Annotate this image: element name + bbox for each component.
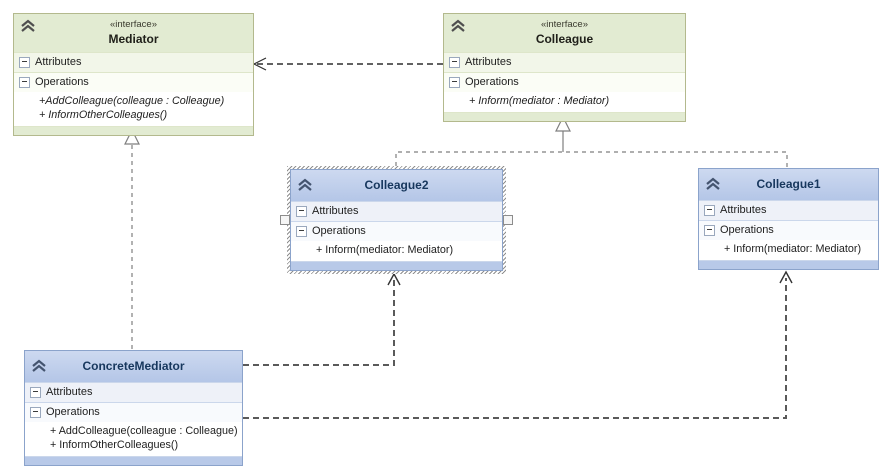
attributes-label: Attributes — [720, 204, 767, 216]
collapse-chevron-icon[interactable] — [31, 359, 47, 373]
box-header: ConcreteMediator — [25, 351, 242, 382]
attributes-label: Attributes — [35, 56, 82, 68]
attributes-compartment: Attributes — [699, 200, 878, 220]
class-box-colleague1[interactable]: Colleague1 Attributes Operations + Infor… — [698, 168, 879, 270]
collapse-minus-icon[interactable] — [704, 205, 715, 216]
operations-label: Operations — [35, 76, 89, 88]
collapse-chevron-icon[interactable] — [297, 178, 313, 192]
collapse-minus-icon[interactable] — [449, 77, 460, 88]
collapse-minus-icon[interactable] — [30, 387, 41, 398]
attributes-label: Attributes — [46, 386, 93, 398]
collapse-chevron-icon[interactable] — [20, 19, 36, 33]
box-title: ConcreteMediator — [82, 359, 185, 373]
operations-list: + Inform(mediator: Mediator) — [699, 240, 878, 260]
operation-item: + InformOtherColleagues() — [39, 109, 168, 121]
realization-concretemediator-to-mediator[interactable] — [124, 128, 140, 349]
class-box-mediator[interactable]: «interface» Mediator Attributes Operatio… — [13, 13, 254, 136]
box-header: «interface» Mediator — [14, 14, 253, 52]
attributes-compartment: Attributes — [14, 52, 253, 72]
resize-handle-right[interactable] — [503, 215, 513, 225]
attributes-label: Attributes — [312, 205, 359, 217]
box-footer-strip — [25, 456, 242, 465]
collapse-minus-icon[interactable] — [296, 206, 307, 217]
collapse-chevron-icon[interactable] — [450, 19, 466, 33]
operations-label: Operations — [46, 406, 100, 418]
operations-compartment: Operations — [699, 220, 878, 240]
operations-compartment: Operations — [14, 72, 253, 92]
operations-list: + AddColleague(colleague : Colleague) + … — [25, 422, 242, 456]
operation-item: + InformOtherColleagues() — [50, 439, 179, 451]
box-footer-strip — [14, 126, 253, 135]
operations-label: Operations — [720, 224, 774, 236]
operation-item: + Inform(mediator : Mediator) — [469, 95, 610, 107]
box-footer-strip — [444, 112, 685, 121]
collapse-minus-icon[interactable] — [449, 57, 460, 68]
collapse-minus-icon[interactable] — [296, 226, 307, 237]
dependency-concretemediator-to-colleague1[interactable] — [243, 270, 793, 419]
stereotype-label: «interface» — [540, 19, 588, 30]
class-box-colleague2[interactable]: Colleague2 Attributes Operations + Infor… — [290, 169, 503, 271]
box-header: Colleague2 — [291, 170, 502, 201]
operation-item: +AddColleague(colleague : Colleague) — [39, 95, 225, 107]
operations-label: Operations — [312, 225, 366, 237]
operations-list: + Inform(mediator: Mediator) — [291, 241, 502, 261]
box-footer-strip — [699, 260, 878, 269]
resize-handle-left[interactable] — [280, 215, 290, 225]
box-footer-strip — [291, 261, 502, 270]
class-box-concretemediator[interactable]: ConcreteMediator Attributes Operations +… — [24, 350, 243, 466]
realization-colleagues-to-colleague[interactable] — [395, 115, 788, 168]
collapse-minus-icon[interactable] — [19, 57, 30, 68]
box-title: Colleague2 — [364, 178, 429, 192]
operation-item: + Inform(mediator: Mediator) — [724, 243, 862, 255]
box-header: Colleague1 — [699, 169, 878, 200]
box-header: «interface» Colleague — [444, 14, 685, 52]
hollow-triangle-arrowhead-icon — [555, 115, 571, 132]
collapse-chevron-icon[interactable] — [705, 177, 721, 191]
box-title: Colleague — [535, 32, 594, 46]
dependency-concretemediator-to-colleague2[interactable] — [243, 272, 401, 366]
collapse-minus-icon[interactable] — [30, 407, 41, 418]
open-arrowhead-icon — [387, 272, 401, 286]
stereotype-label: «interface» — [109, 19, 157, 30]
collapse-minus-icon[interactable] — [704, 225, 715, 236]
selection-marquee-colleague2[interactable]: Colleague2 Attributes Operations + Infor… — [280, 166, 513, 274]
attributes-compartment: Attributes — [291, 201, 502, 221]
attributes-label: Attributes — [465, 56, 512, 68]
operation-item: + Inform(mediator: Mediator) — [316, 244, 454, 256]
operations-label: Operations — [465, 76, 519, 88]
operations-compartment: Operations — [291, 221, 502, 241]
operations-list: + Inform(mediator : Mediator) — [444, 92, 685, 112]
hollow-triangle-arrowhead-icon — [124, 128, 140, 145]
operations-compartment: Operations — [25, 402, 242, 422]
attributes-compartment: Attributes — [25, 382, 242, 402]
operation-item: + AddColleague(colleague : Colleague) — [50, 425, 238, 437]
open-arrowhead-icon — [252, 57, 267, 71]
box-title: Mediator — [108, 32, 159, 46]
operations-list: +AddColleague(colleague : Colleague) + I… — [14, 92, 253, 126]
dependency-colleague-to-mediator[interactable] — [252, 57, 443, 71]
class-box-colleague[interactable]: «interface» Colleague Attributes Operati… — [443, 13, 686, 122]
operations-compartment: Operations — [444, 72, 685, 92]
attributes-compartment: Attributes — [444, 52, 685, 72]
collapse-minus-icon[interactable] — [19, 77, 30, 88]
open-arrowhead-icon — [779, 270, 793, 284]
box-title: Colleague1 — [756, 177, 821, 191]
